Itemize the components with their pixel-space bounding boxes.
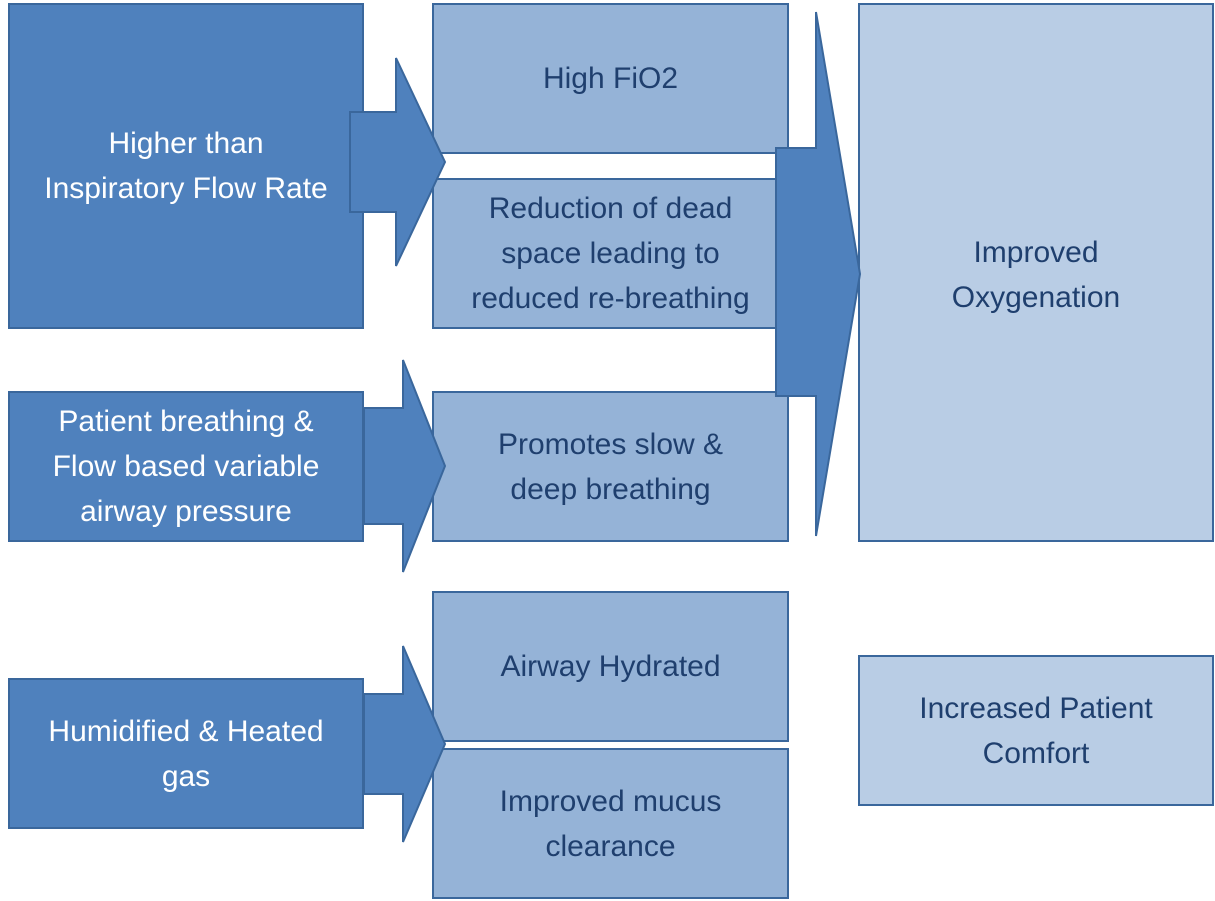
cause-box-flow-rate: Higher than Inspiratory Flow Rate	[8, 3, 364, 329]
cause-box-airway-pressure: Patient breathing & Flow based variable …	[8, 391, 364, 542]
effect-box-slow-breathing: Promotes slow & deep breathing	[432, 391, 789, 542]
effect-box-airway-hydrated: Airway Hydrated	[432, 591, 789, 742]
effect-label-slow-breathing: Promotes slow & deep breathing	[497, 427, 724, 506]
cause-label-humidified-gas: Humidified & Heated gas	[48, 714, 324, 793]
effect-label-high-fio2: High FiO2	[542, 62, 679, 95]
cause-label-airway-pressure: Patient breathing & Flow based variable …	[52, 405, 320, 528]
outcome-label-oxygenation: Improved Oxygenation	[951, 236, 1121, 314]
outcome-box-patient-comfort: Increased Patient Comfort	[858, 655, 1214, 806]
effect-label-airway-hydrated: Airway Hydrated	[500, 650, 721, 683]
cause-label-flow-rate: Higher than Inspiratory Flow Rate	[44, 127, 328, 205]
effect-box-high-fio2: High FiO2	[432, 3, 789, 154]
cause-box-humidified-gas: Humidified & Heated gas	[8, 678, 364, 829]
effect-label-mucus-clearance: Improved mucus clearance	[499, 784, 722, 863]
effect-box-dead-space: Reduction of dead space leading to reduc…	[432, 178, 789, 329]
outcome-label-patient-comfort: Increased Patient Comfort	[919, 691, 1153, 770]
arrow-flow-to-effects	[349, 57, 447, 267]
effect-box-mucus-clearance: Improved mucus clearance	[432, 748, 789, 899]
outcome-box-oxygenation: Improved Oxygenation	[858, 3, 1214, 542]
effect-label-dead-space: Reduction of dead space leading to reduc…	[471, 192, 750, 315]
